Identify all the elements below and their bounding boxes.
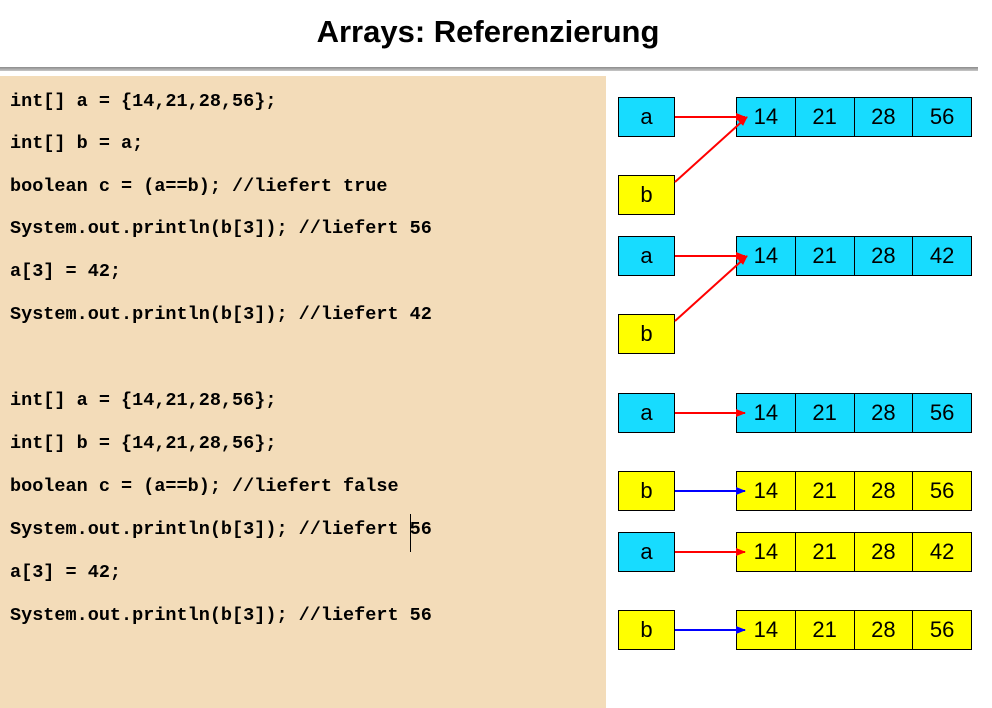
code-line: int[] b = {14,21,28,56}; (10, 433, 277, 454)
code-line: int[] a = {14,21,28,56}; (10, 91, 277, 112)
title-divider (0, 67, 978, 71)
array-cell: 21 (794, 472, 854, 510)
var-a-box: a (618, 97, 675, 137)
array-cell: 14 (753, 617, 779, 642)
var-b-box: b (618, 314, 675, 354)
array-cell: 14 (753, 104, 779, 129)
code-line: System.out.println(b[3]); //liefert 56 (10, 218, 432, 239)
array-cell: 21 (794, 394, 854, 432)
var-a-box: a (618, 393, 675, 433)
code-line: boolean c = (a==b); //liefert true (10, 176, 388, 197)
code-line: int[] a = {14,21,28,56}; (10, 390, 277, 411)
var-b-box: b (618, 175, 675, 215)
page-title: Arrays: Referenzierung (316, 14, 660, 49)
array-cell: 56 (912, 611, 971, 649)
array-cell: 56 (912, 394, 971, 432)
array-cell: 14 (753, 478, 779, 503)
array-cell: 14 (753, 400, 779, 425)
array-cell: 56 (912, 472, 971, 510)
reference-arrow (674, 255, 748, 322)
code-line: int[] b = a; (10, 133, 144, 154)
array-cell: 14 (753, 243, 779, 268)
array-cell: 28 (853, 237, 913, 275)
reference-arrow (674, 116, 748, 183)
array-cell: 21 (794, 611, 854, 649)
var-b-box: b (618, 610, 675, 650)
array-cell: 28 (853, 611, 913, 649)
array-cell: 21 (794, 98, 854, 136)
array-cell: 28 (853, 472, 913, 510)
array-cell: 28 (853, 98, 913, 136)
array-cell: 21 (794, 237, 854, 275)
array-cell: 42 (912, 533, 971, 571)
array-object: 14 21 28 56 (736, 97, 972, 137)
array-cell: 14 (753, 539, 779, 564)
array-cell: 28 (853, 533, 913, 571)
code-line: a[3] = 42; (10, 261, 122, 282)
array-object: 14 21 28 42 (736, 532, 972, 572)
array-object: 14 21 28 56 (736, 610, 972, 650)
array-cell: 28 (853, 394, 913, 432)
code-line: System.out.println(b[3]); //liefert 42 (10, 304, 432, 325)
var-a-box: a (618, 532, 675, 572)
text-cursor (410, 514, 411, 552)
var-a-box: a (618, 236, 675, 276)
code-line: System.out.println(b[3]); //liefert 56 (10, 519, 432, 540)
array-cell: 42 (912, 237, 971, 275)
code-panel (0, 76, 606, 708)
code-line: boolean c = (a==b); //liefert false (10, 476, 399, 497)
code-line: a[3] = 42; (10, 562, 122, 583)
array-object: 14 21 28 56 (736, 393, 972, 433)
array-object: 14 21 28 56 (736, 471, 972, 511)
array-cell: 21 (794, 533, 854, 571)
array-object: 14 21 28 42 (736, 236, 972, 276)
code-line: System.out.println(b[3]); //liefert 56 (10, 605, 432, 626)
var-b-box: b (618, 471, 675, 511)
array-cell: 56 (912, 98, 971, 136)
